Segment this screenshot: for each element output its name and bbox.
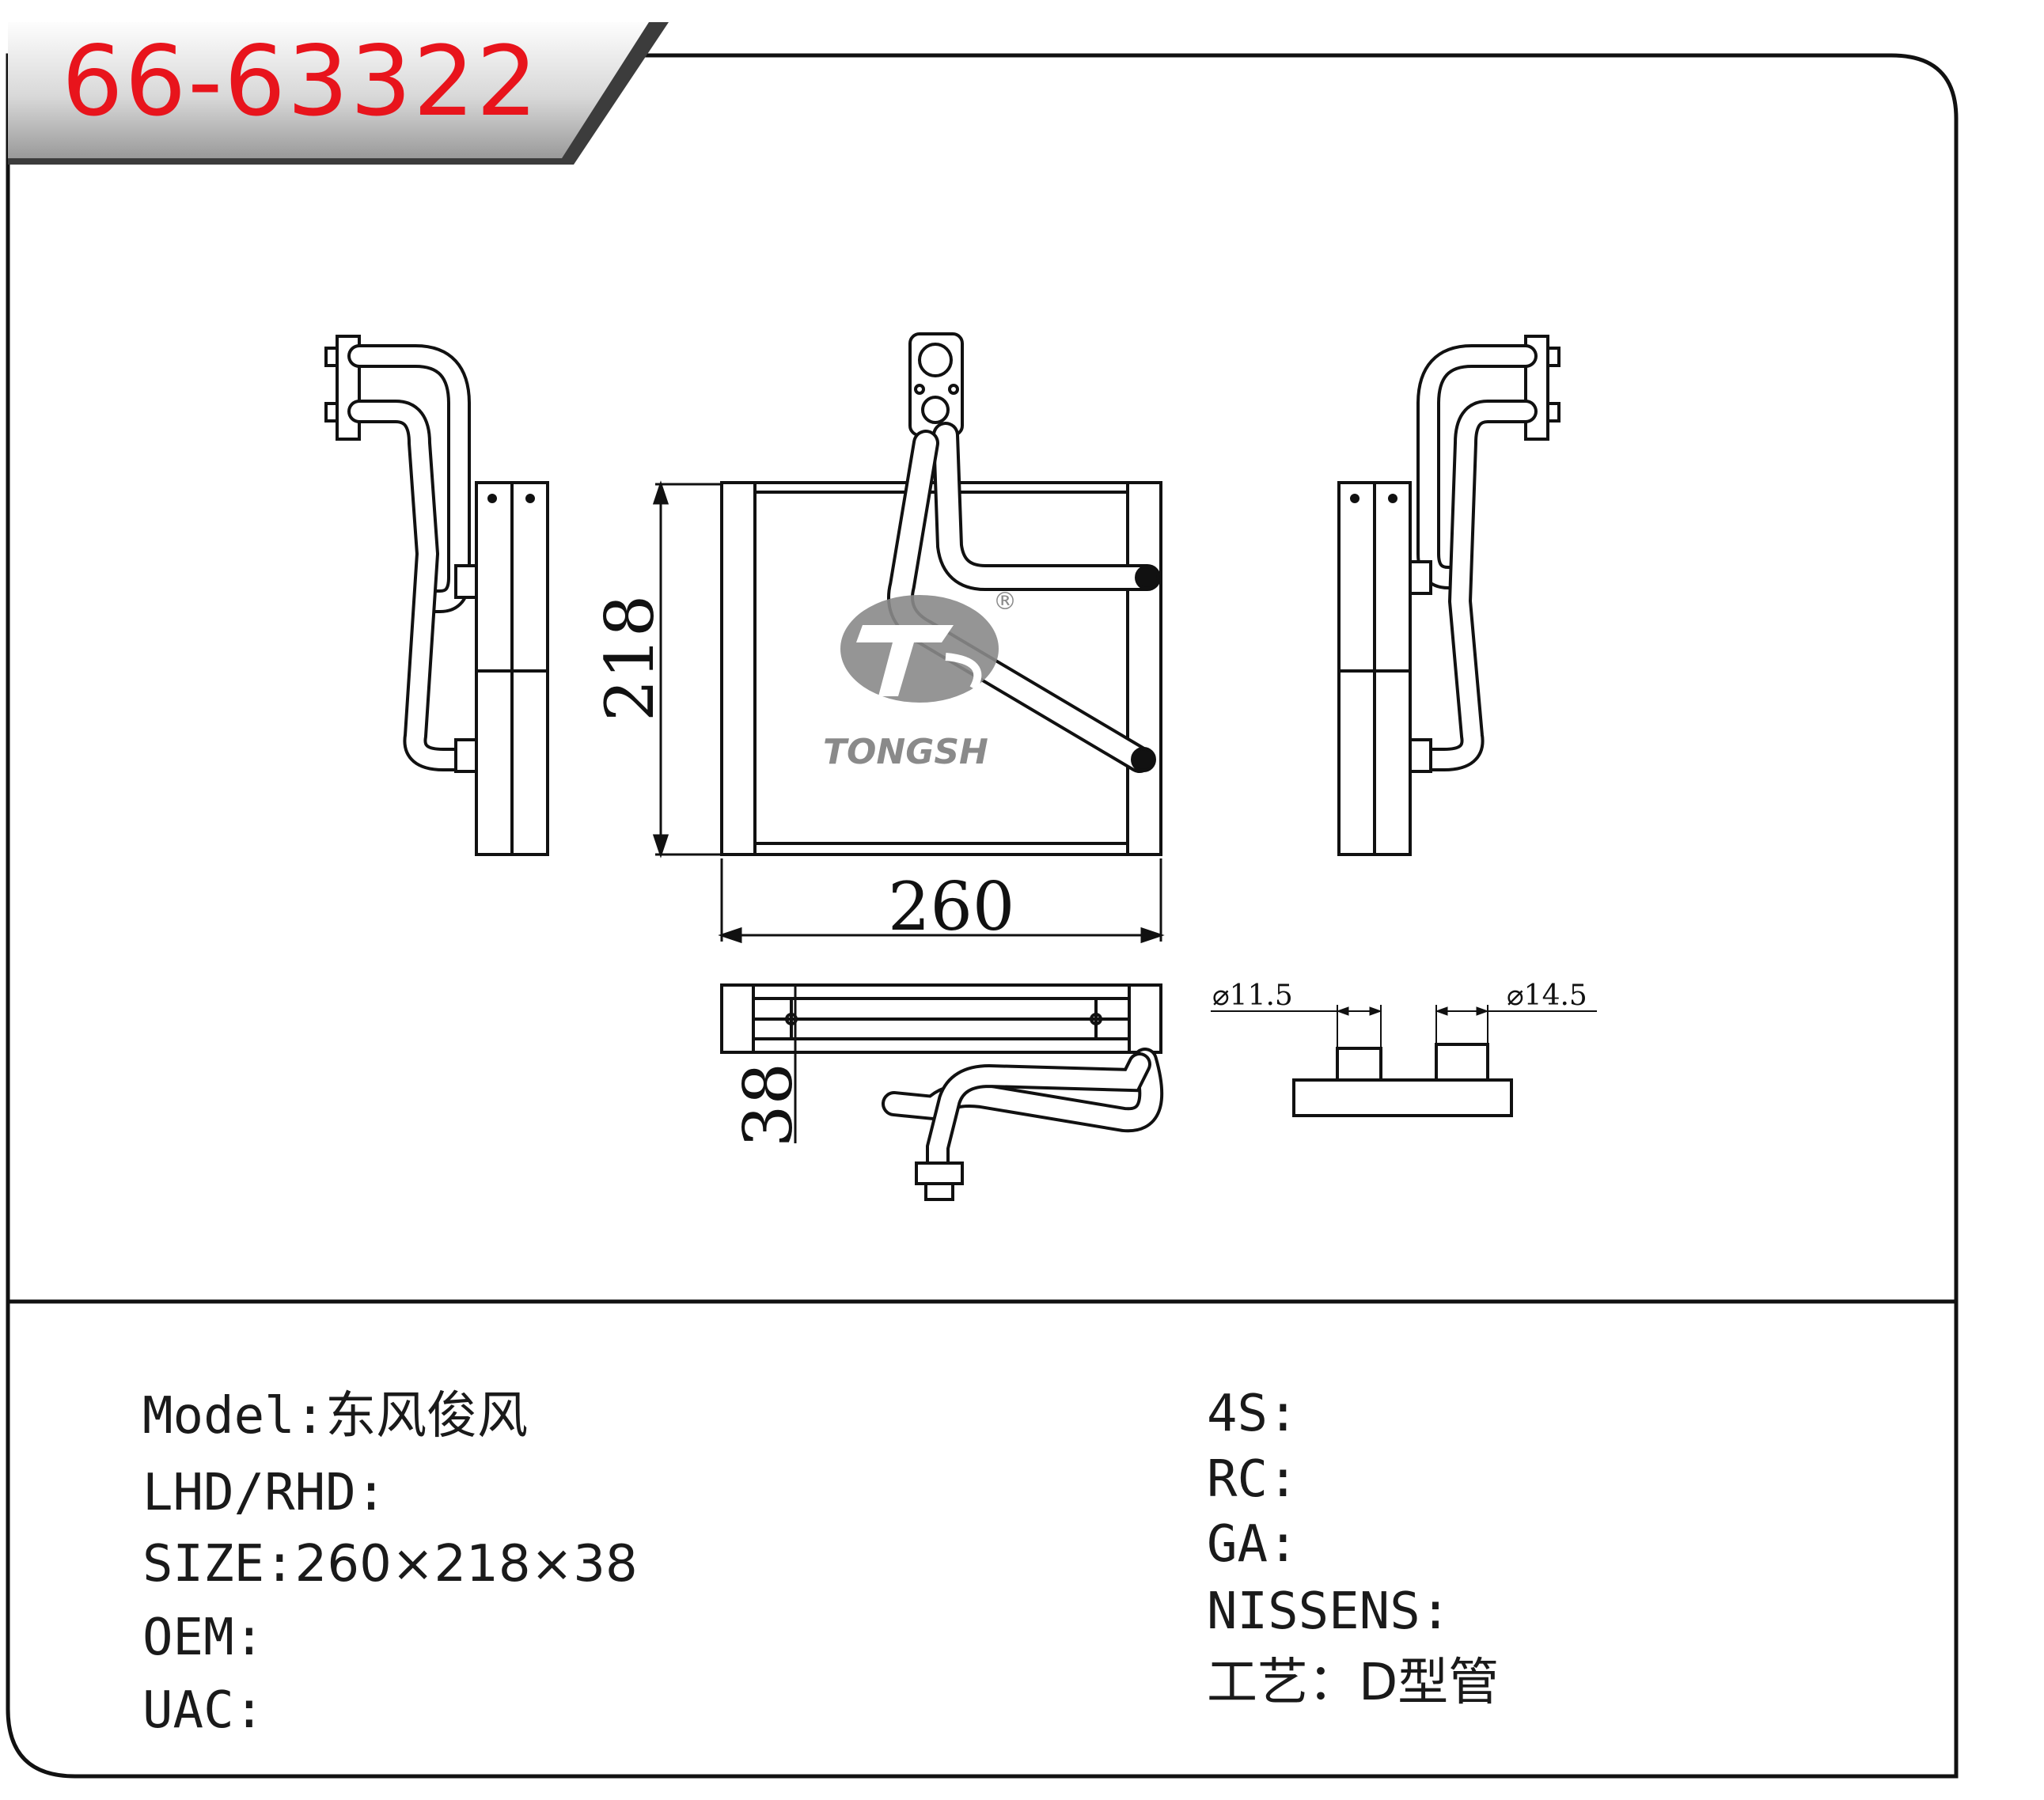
fitting-detail xyxy=(1211,1005,1597,1117)
spec-rc: RC: xyxy=(1207,1454,1299,1505)
sheet-frame xyxy=(6,53,1959,1779)
spec-size: SIZE:260×218×38 xyxy=(142,1539,638,1590)
spec-process-label: 工艺： xyxy=(1207,1654,1359,1712)
spec-4s-label: 4S: xyxy=(1207,1385,1299,1443)
spec-lhd-rhd-label: LHD/RHD: xyxy=(142,1464,387,1522)
depth-label: 38 xyxy=(730,1063,807,1147)
spec-process-value: D型管 xyxy=(1359,1654,1500,1712)
height-label: 218 xyxy=(591,595,669,722)
spec-model: Model:东风俊风 xyxy=(142,1391,528,1442)
logo-text: TONGSH xyxy=(823,732,988,772)
spec-size-value: 260×218×38 xyxy=(294,1535,638,1593)
spec-model-value: 东风俊风 xyxy=(325,1387,529,1446)
spec-size-label: SIZE: xyxy=(142,1535,295,1593)
height-dimension xyxy=(652,480,720,858)
spec-oem-label: OEM: xyxy=(142,1609,265,1667)
spec-rc-label: RC: xyxy=(1207,1450,1299,1509)
front-view xyxy=(720,332,1162,856)
header-tab xyxy=(8,22,649,158)
width-label: 260 xyxy=(888,868,1014,945)
pipe-large-label: ⌀14.5 xyxy=(1507,980,1587,1012)
spec-oem: OEM: xyxy=(142,1612,264,1663)
left-side-view xyxy=(324,335,549,856)
spec-ga-label: GA: xyxy=(1207,1515,1299,1574)
spec-uac: UAC: xyxy=(142,1685,264,1736)
width-dimension xyxy=(718,858,1165,944)
part-code: 66-63322 xyxy=(62,25,540,138)
top-view xyxy=(720,983,1164,1201)
spec-nissens: NISSENS: xyxy=(1207,1586,1451,1637)
tongsh-logo: TONGSH ® xyxy=(823,588,1017,772)
spec-4s: 4S: xyxy=(1207,1389,1299,1439)
spec-nissens-label: NISSENS: xyxy=(1207,1582,1451,1641)
right-side-view xyxy=(1337,335,1560,856)
spec-model-label: Model: xyxy=(142,1387,326,1446)
spec-process: 工艺：D型管 xyxy=(1207,1658,1499,1708)
spec-ga: GA: xyxy=(1207,1519,1299,1570)
registered-mark: ® xyxy=(993,588,1017,616)
spec-uac-label: UAC: xyxy=(142,1681,265,1740)
pipe-small-label: ⌀11.5 xyxy=(1212,980,1293,1012)
spec-lhd-rhd: LHD/RHD: xyxy=(142,1468,386,1518)
